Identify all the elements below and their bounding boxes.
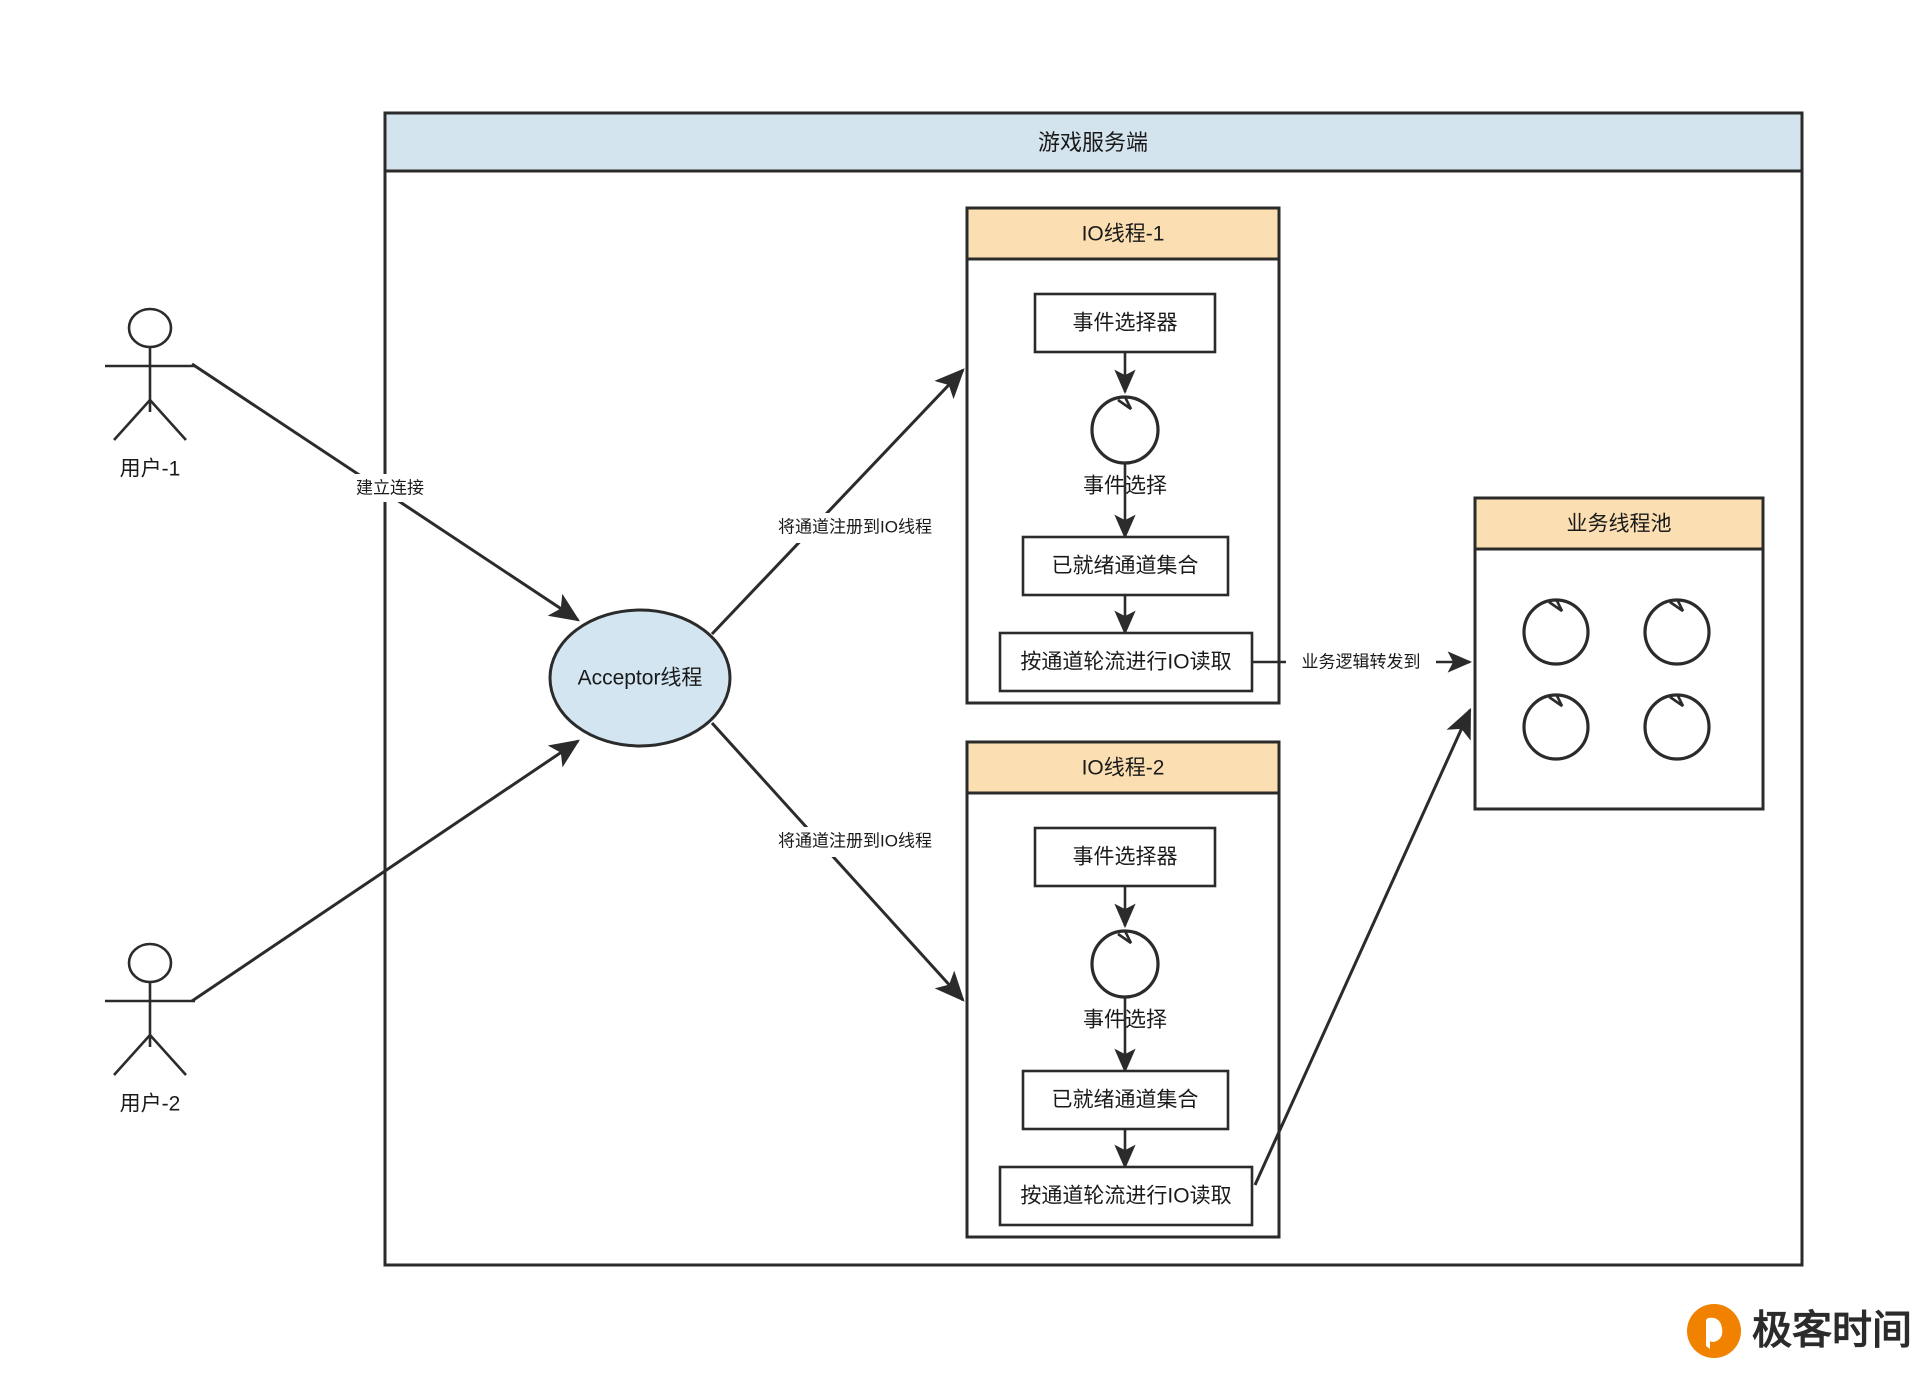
edge-user2-to-acceptor bbox=[191, 739, 580, 1003]
server-panel-header bbox=[383, 111, 1804, 173]
actor-right-leg-line bbox=[149, 1034, 187, 1076]
worker-thread-pool-panel: 业务线程池 bbox=[1473, 496, 1765, 811]
worker-loop-arrowhead-icon bbox=[1548, 598, 1564, 613]
actor-left-leg-line bbox=[113, 1034, 151, 1076]
edge-acceptor-to-io2: 将通道注册到IO线程 bbox=[710, 721, 965, 1002]
actor-user-2-label: 用户-2 bbox=[120, 1093, 181, 1116]
edge-line bbox=[1253, 707, 1472, 1186]
io2-step-ready-box bbox=[1021, 1069, 1230, 1131]
io-thread-1-body bbox=[965, 206, 1281, 705]
edge-acceptor-to-io2-label: 将通道注册到IO线程 bbox=[778, 831, 932, 850]
io2-loop-arrowhead-icon bbox=[1117, 930, 1133, 945]
edge-acceptor-to-io1-label: 将通道注册到IO线程 bbox=[778, 517, 932, 536]
io-thread-1-panel: IO线程-1 事件选择器 事件选择 已就绪通道集合 按通道轮流进行IO读取 bbox=[965, 206, 1281, 705]
worker-1 bbox=[1522, 598, 1590, 666]
edge-line bbox=[191, 739, 580, 1003]
worker-loop-arrowhead-icon bbox=[1669, 598, 1685, 613]
actor-user-1: 用户-1 bbox=[105, 307, 195, 481]
io-thread-2-panel: IO线程-2 事件选择器 事件选择 已就绪通道集合 按通道轮流进行IO读取 bbox=[965, 740, 1281, 1239]
actor-head-icon bbox=[127, 942, 173, 984]
io2-step-ready-label: 已就绪通道集合 bbox=[1052, 1089, 1199, 1112]
io-thread-1-title: IO线程-1 bbox=[1082, 223, 1165, 246]
worker-4 bbox=[1643, 693, 1711, 761]
edge-label-bg bbox=[1286, 648, 1436, 676]
io-thread-2-body bbox=[965, 740, 1281, 1239]
io1-step-ready-box bbox=[1021, 535, 1230, 597]
actor-user-2: 用户-2 bbox=[105, 942, 195, 1116]
io2-step-read-box bbox=[998, 1165, 1254, 1227]
server-panel-title: 游戏服务端 bbox=[1038, 130, 1148, 155]
watermark-text: 极客时间 bbox=[1752, 1309, 1912, 1353]
edge-label-bg bbox=[335, 474, 445, 502]
edge-io2-to-pool bbox=[1253, 707, 1472, 1186]
actor-left-leg-line bbox=[113, 399, 151, 441]
edge-label-bg bbox=[755, 513, 955, 543]
io2-step-selector-box bbox=[1033, 826, 1217, 888]
edge-user1-to-acceptor: 建立连接 bbox=[191, 362, 581, 622]
worker-3 bbox=[1522, 693, 1590, 761]
edge-io1-to-pool-label: 业务逻辑转发到 bbox=[1302, 652, 1421, 671]
io-thread-1-header bbox=[965, 206, 1281, 261]
edge-line bbox=[710, 368, 965, 636]
io1-step-selector-label: 事件选择器 bbox=[1073, 312, 1178, 335]
io-thread-2-header bbox=[965, 740, 1281, 795]
acceptor-thread-label: Acceptor线程 bbox=[578, 667, 703, 690]
edge-acceptor-to-io1: 将通道注册到IO线程 bbox=[710, 368, 965, 636]
worker-loop-arrowhead-icon bbox=[1669, 693, 1685, 708]
actor-user-1-label: 用户-1 bbox=[120, 458, 181, 481]
io2-step-selector-label: 事件选择器 bbox=[1073, 846, 1178, 869]
io1-step-ready-label: 已就绪通道集合 bbox=[1052, 555, 1199, 578]
io1-step-read-label: 按通道轮流进行IO读取 bbox=[1020, 651, 1231, 674]
worker-2 bbox=[1643, 598, 1711, 666]
acceptor-ellipse bbox=[548, 608, 732, 748]
watermark-logo-glyph-icon bbox=[1706, 1317, 1723, 1349]
edge-label-bg bbox=[755, 827, 955, 857]
io1-loop-arrowhead-icon bbox=[1117, 396, 1133, 411]
worker-pool-title: 业务线程池 bbox=[1567, 513, 1672, 536]
watermark: 极客时间 bbox=[1687, 1304, 1912, 1358]
actor-head-icon bbox=[127, 307, 173, 349]
io2-step-read-label: 按通道轮流进行IO读取 bbox=[1020, 1185, 1231, 1208]
actor-right-leg-line bbox=[149, 399, 187, 441]
worker-loop-arrowhead-icon bbox=[1548, 693, 1564, 708]
edge-user1-to-acceptor-label: 建立连接 bbox=[356, 478, 424, 497]
io-thread-2-title: IO线程-2 bbox=[1082, 757, 1165, 780]
edge-line bbox=[710, 721, 965, 1002]
acceptor-thread-node: Acceptor线程 bbox=[548, 608, 732, 748]
edge-io1-to-pool: 业务逻辑转发到 bbox=[1252, 648, 1473, 676]
worker-pool-header bbox=[1473, 496, 1765, 551]
